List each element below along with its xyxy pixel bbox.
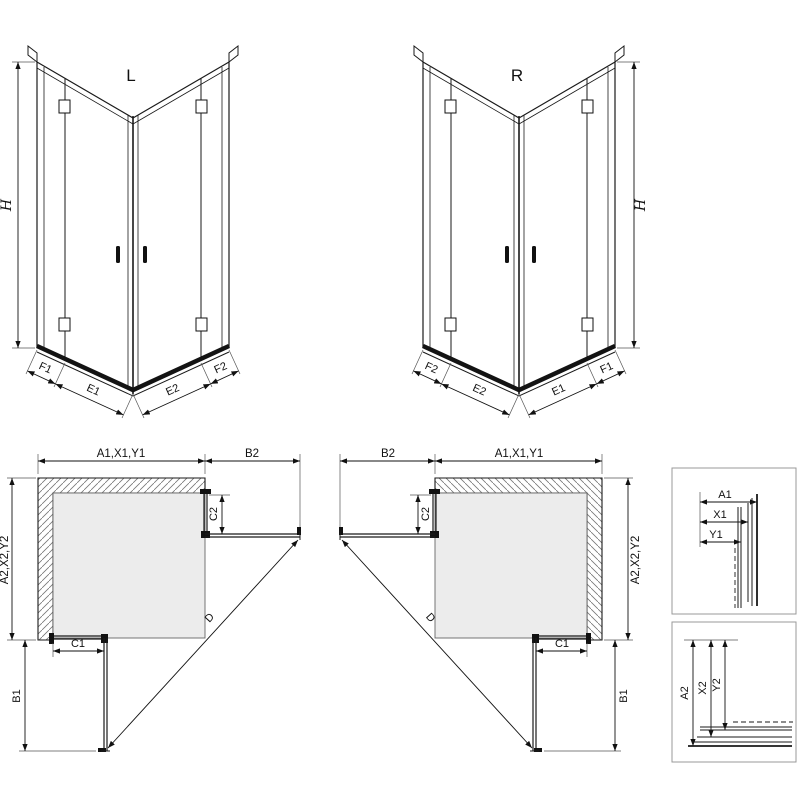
dim-label-a1: A1	[718, 489, 731, 501]
dim-label-height: H	[0, 198, 15, 212]
dim-label-c2: C2	[208, 507, 220, 521]
dim-label-c2: C2	[420, 507, 432, 521]
detail-bottom-profile-view	[671, 621, 797, 763]
dim-label-b1: B1	[618, 689, 630, 702]
dim-label-height: H	[633, 198, 649, 212]
dim-label-x1: X1	[713, 509, 726, 521]
dim-label-e1: E1	[550, 382, 567, 399]
detail-box	[671, 467, 797, 615]
dim-label-c1: C1	[555, 638, 569, 650]
dim-label-c1: C1	[71, 638, 85, 650]
dim-label-e2: E2	[471, 382, 488, 399]
dim-label-a1x1y1: A1,X1,Y1	[97, 448, 146, 460]
variant-label-right: R	[511, 66, 523, 85]
plan-right-drawing	[339, 454, 633, 752]
detail-wall-profile-view	[671, 467, 797, 615]
dim-label-f1: F1	[598, 360, 615, 376]
dim-label-x2: X2	[697, 681, 709, 694]
dim-label-a2x2y2: A2,X2,Y2	[0, 536, 11, 585]
dim-label-f1: F1	[37, 360, 54, 376]
variant-label-left: L	[126, 66, 135, 85]
dim-label-y1: Y1	[709, 529, 722, 541]
dim-label-b1: B1	[11, 689, 23, 702]
dim-label-y2: Y2	[711, 678, 723, 691]
plan-left-drawing	[7, 454, 301, 752]
dim-label-a2: A2	[679, 686, 691, 699]
dim-label-e1: E1	[85, 382, 102, 399]
dim-label-f2: F2	[423, 360, 440, 376]
dim-label-a1x1y1: A1,X1,Y1	[495, 448, 544, 460]
dim-label-a2x2y2: A2,X2,Y2	[630, 536, 642, 585]
dim-label-f2: F2	[212, 360, 229, 376]
dim-label-b2: B2	[245, 448, 259, 460]
dim-label-b2: B2	[381, 448, 395, 460]
dim-label-e2: E2	[164, 382, 181, 399]
